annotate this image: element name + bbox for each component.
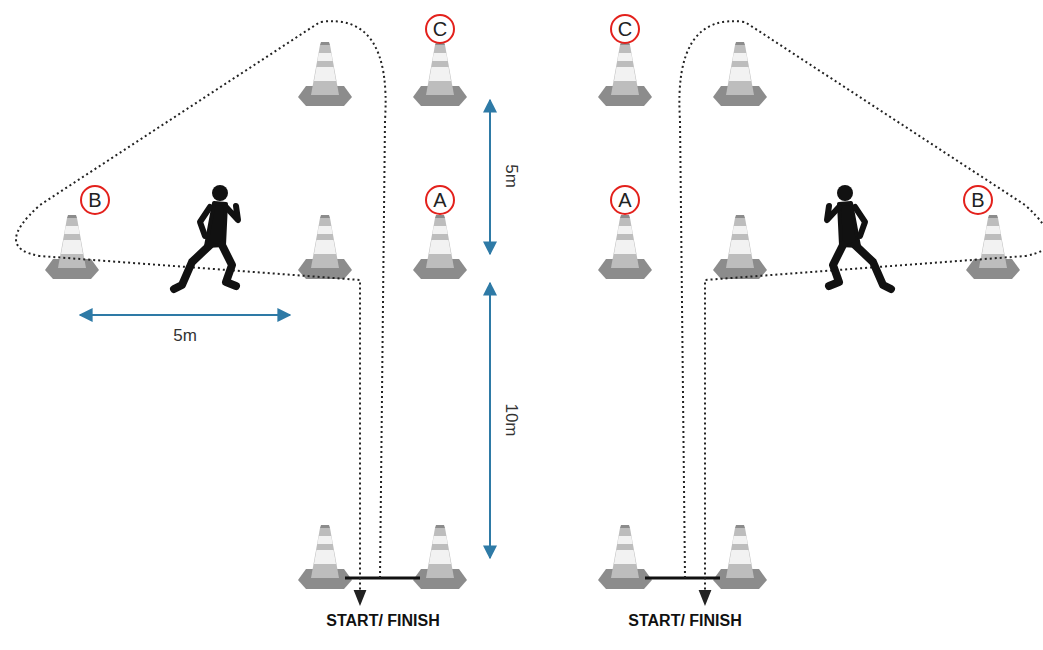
callout-circle: B bbox=[80, 185, 110, 215]
callout-letter: C bbox=[433, 19, 447, 39]
start-finish-label: START/ FINISH bbox=[326, 612, 439, 630]
callout-letter: A bbox=[618, 190, 631, 210]
dimension-label: 10m bbox=[501, 403, 521, 436]
callout-circle: C bbox=[610, 14, 640, 44]
start-finish-label: START/ FINISH bbox=[628, 612, 741, 630]
callout-letter: C bbox=[618, 19, 632, 39]
dimension-label: 5m bbox=[173, 326, 197, 346]
callout-letter: A bbox=[433, 190, 446, 210]
callout-circle: A bbox=[610, 185, 640, 215]
dimension-label: 5m bbox=[501, 164, 521, 188]
callout-circle: C bbox=[425, 14, 455, 44]
callout-letter: B bbox=[971, 190, 984, 210]
callout-letter: B bbox=[88, 190, 101, 210]
callout-circle: B bbox=[963, 185, 993, 215]
callout-circle: A bbox=[425, 185, 455, 215]
